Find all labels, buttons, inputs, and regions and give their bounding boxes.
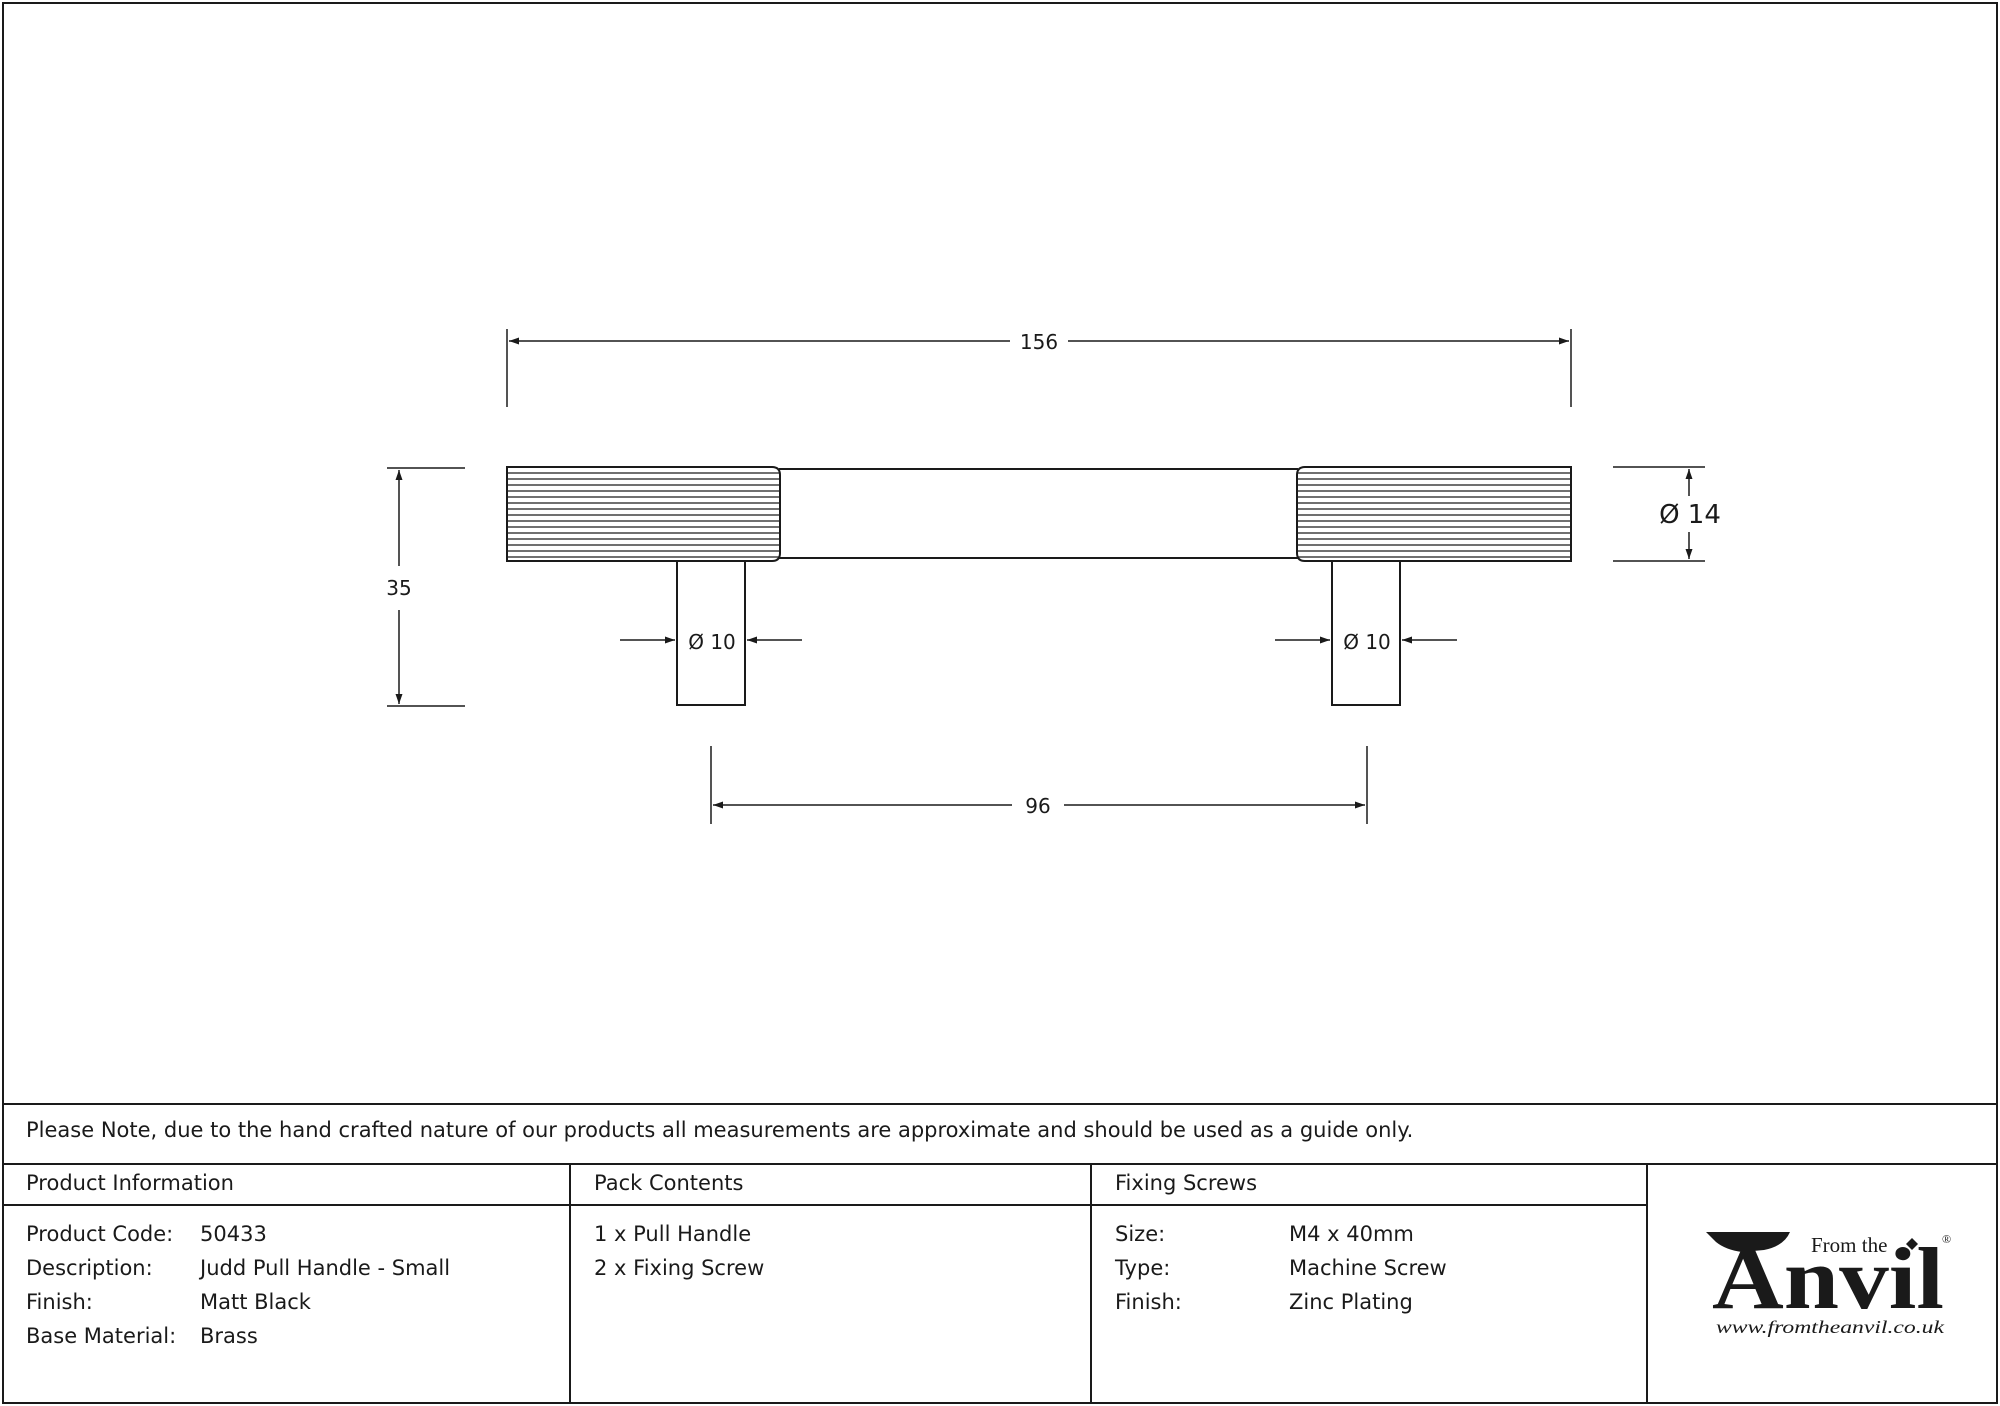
finish-label: Finish: — [26, 1290, 93, 1314]
left-post — [676, 560, 746, 706]
product-info-row: Finish: Matt Black — [26, 1285, 450, 1319]
logo-registered: ® — [1942, 1232, 1951, 1246]
dimension-right-post-diameter-label: Ø 10 — [1343, 630, 1391, 654]
table-grid — [2, 1103, 1998, 1404]
fixing-screws-row: Size: M4 x 40mm — [1115, 1217, 1447, 1251]
dimension-height — [387, 467, 465, 707]
left-grip — [506, 466, 781, 562]
anvil-icon — [1706, 1232, 1790, 1252]
dimension-left-post-diameter-label: Ø 10 — [688, 630, 736, 654]
measurement-note: Please Note, due to the hand crafted nat… — [26, 1118, 1414, 1142]
product-code-label: Product Code: — [26, 1222, 174, 1246]
product-code-value: 50433 — [200, 1222, 267, 1246]
logo-from-the: From the — [1811, 1233, 1887, 1257]
screw-finish-value: Zinc Plating — [1289, 1290, 1413, 1314]
product-info-table: Product Code: 50433 Description: Judd Pu… — [26, 1217, 450, 1353]
screw-size-value: M4 x 40mm — [1289, 1222, 1414, 1246]
screw-type-label: Type: — [1115, 1256, 1171, 1280]
diamond-icon — [1906, 1238, 1918, 1250]
dimension-35-label: 35 — [386, 576, 411, 600]
dimension-96-label: 96 — [1025, 794, 1050, 818]
pack-item: 2 x Fixing Screw — [594, 1256, 765, 1280]
knurled-texture — [508, 472, 1570, 558]
dimension-overall-length — [506, 329, 1572, 407]
finish-value: Matt Black — [200, 1290, 311, 1314]
anvil-logo: From the ® Anvil www.fromtheanvil.co.uk — [1706, 1231, 1951, 1337]
fixing-screws-table: Size: M4 x 40mm Type: Machine Screw Fini… — [1115, 1217, 1447, 1319]
description-value: Judd Pull Handle - Small — [200, 1256, 451, 1280]
dimension-grip-diameter — [1613, 466, 1705, 562]
logo-anvil-word: Anvil — [1712, 1231, 1944, 1328]
fixing-screws-row: Finish: Zinc Plating — [1115, 1285, 1447, 1319]
dimension-centres — [710, 746, 1368, 824]
product-info-heading: Product Information — [26, 1171, 234, 1195]
description-label: Description: — [26, 1256, 153, 1280]
handle-outline — [506, 466, 1572, 706]
base-material-value: Brass — [200, 1324, 258, 1348]
dimension-156-label: 156 — [1020, 330, 1058, 354]
fixing-screws-heading: Fixing Screws — [1115, 1171, 1258, 1195]
product-info-row: Base Material: Brass — [26, 1319, 450, 1353]
pack-contents-heading: Pack Contents — [594, 1171, 744, 1195]
screw-type-value: Machine Screw — [1289, 1256, 1447, 1280]
logo-url: www.fromtheanvil.co.uk — [1716, 1317, 1945, 1337]
fixing-screws-row: Type: Machine Screw — [1115, 1251, 1447, 1285]
dimension-diameter-14-label: Ø 14 — [1659, 500, 1721, 530]
pack-contents-list: 1 x Pull Handle 2 x Fixing Screw — [594, 1217, 764, 1285]
screw-finish-label: Finish: — [1115, 1290, 1182, 1314]
base-material-label: Base Material: — [26, 1324, 177, 1348]
right-grip — [1296, 466, 1572, 562]
pack-item: 1 x Pull Handle — [594, 1222, 752, 1246]
product-info-row: Description: Judd Pull Handle - Small — [26, 1251, 450, 1285]
screw-size-label: Size: — [1115, 1222, 1166, 1246]
product-info-row: Product Code: 50433 — [26, 1217, 450, 1251]
right-post — [1331, 560, 1401, 706]
